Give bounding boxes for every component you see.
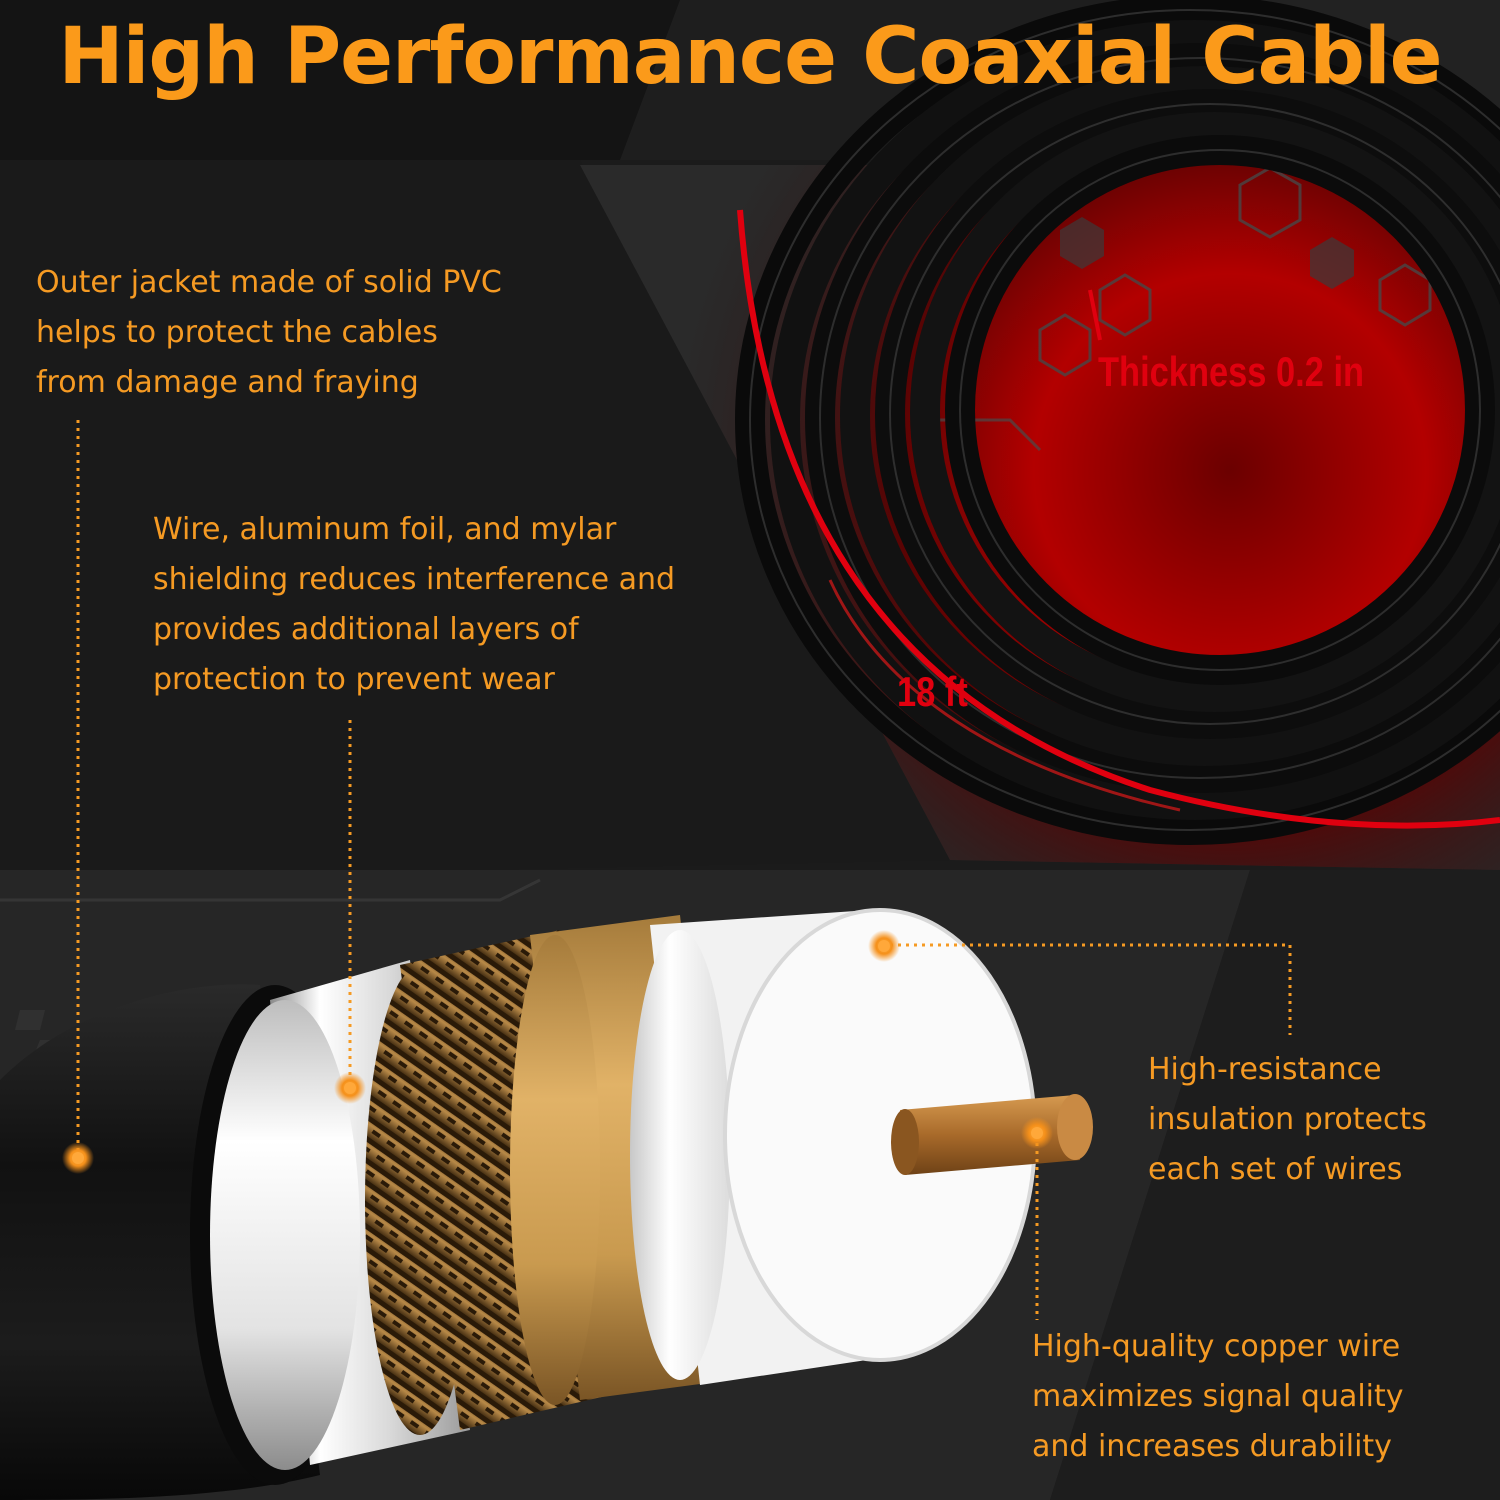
outer-jacket-callout: Outer jacket made of solid PVC helps to …	[36, 258, 502, 408]
callout-line: insulation protects	[1148, 1102, 1427, 1137]
shielding-callout: Wire, aluminum foil, and mylar shielding…	[153, 505, 675, 705]
callout-line: protection to prevent wear	[153, 662, 555, 697]
callout-line: each set of wires	[1148, 1152, 1403, 1187]
callout-line: Wire, aluminum foil, and mylar	[153, 512, 617, 547]
callout-line: shielding reduces interference and	[153, 562, 676, 597]
callout-line: maximizes signal quality	[1032, 1379, 1404, 1414]
insulation-callout: High-resistance insulation protects each…	[1148, 1045, 1427, 1195]
callout-line: and increases durability	[1032, 1429, 1392, 1464]
callout-line: from damage and fraying	[36, 365, 419, 400]
thickness-label: Thickness 0.2 in	[1098, 348, 1365, 395]
callout-line: Outer jacket made of solid PVC	[36, 265, 502, 300]
callout-line: High-quality copper wire	[1032, 1329, 1401, 1364]
callout-line: High-resistance	[1148, 1052, 1382, 1087]
callout-line: helps to protect the cables	[36, 315, 438, 350]
length-label: 18 ft	[897, 668, 968, 715]
page-title: High Performance Coaxial Cable	[58, 12, 1442, 102]
callout-line: provides additional layers of	[153, 612, 579, 647]
copper-wire-callout: High-quality copper wire maximizes signa…	[1032, 1322, 1404, 1472]
